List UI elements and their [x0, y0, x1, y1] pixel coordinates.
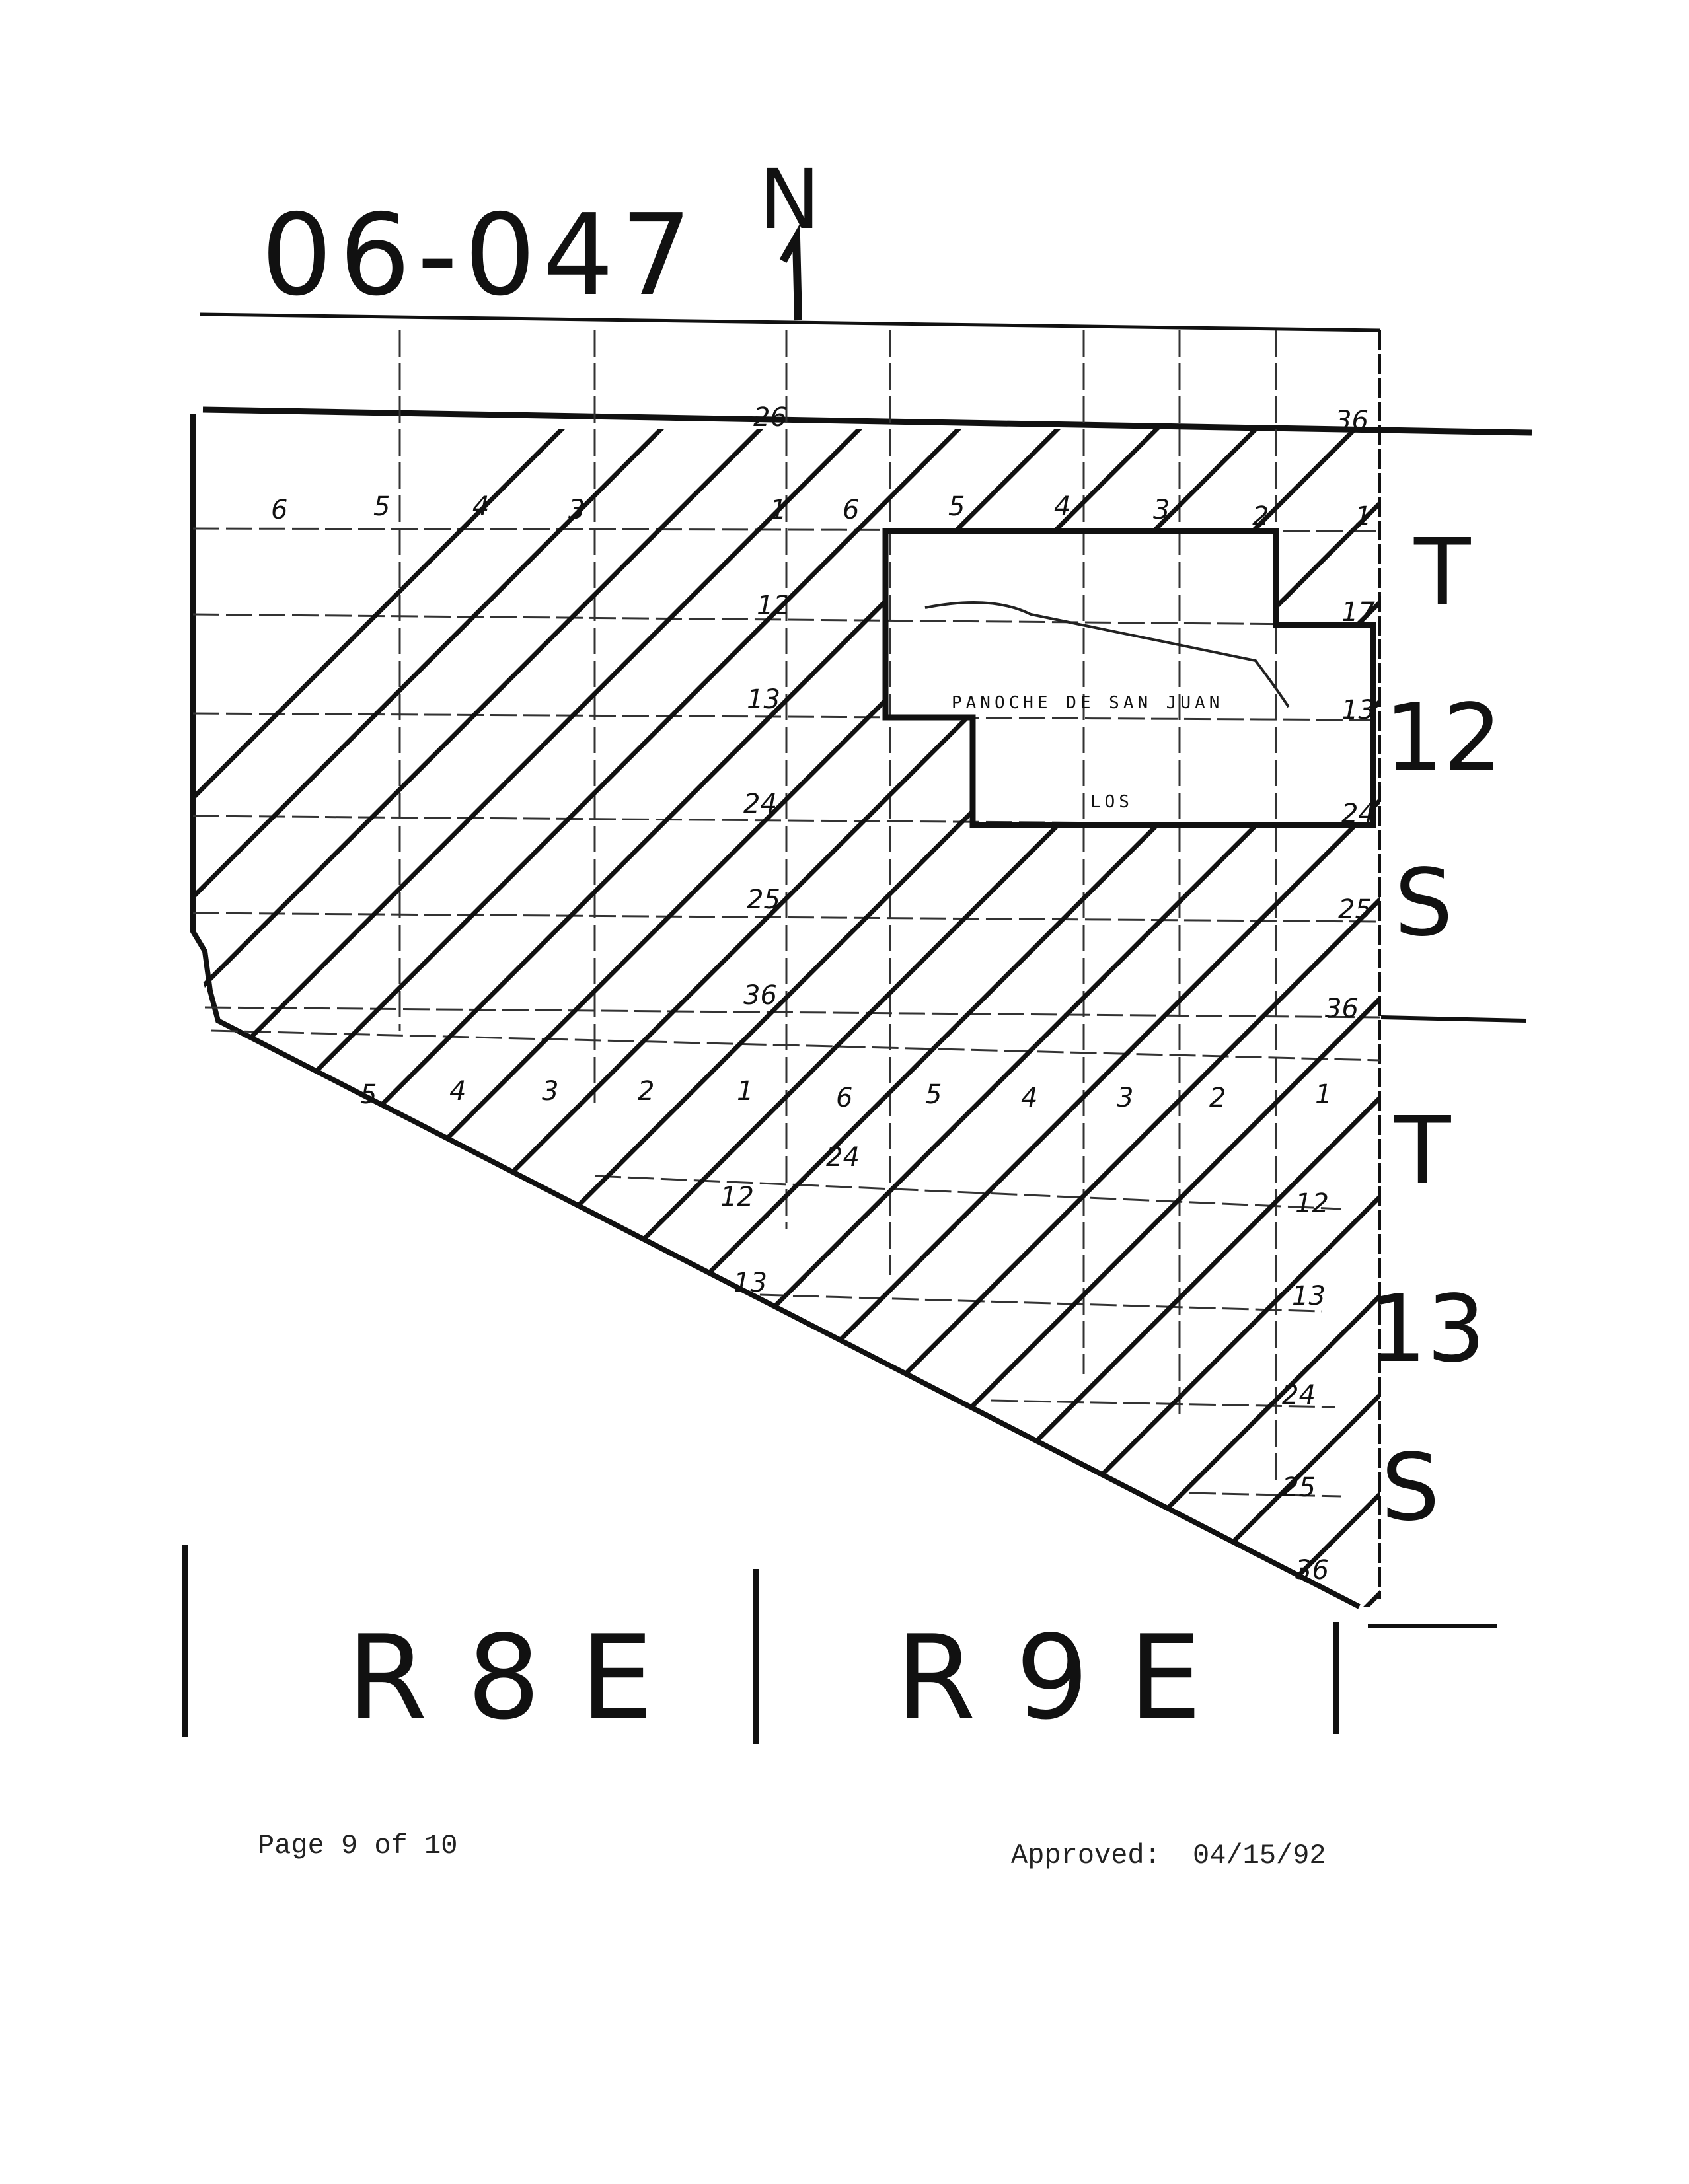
svg-text:12: 12 [1295, 1188, 1329, 1219]
svg-text:24: 24 [743, 789, 777, 819]
page-number: Page 9 of 10 [258, 1830, 457, 1862]
svg-text:13: 13 [1341, 695, 1375, 725]
svg-text:S: S [1394, 850, 1453, 957]
svg-text:25: 25 [747, 885, 780, 915]
svg-text:36: 36 [1325, 994, 1359, 1024]
svg-text:1: 1 [1355, 501, 1371, 532]
svg-text:4: 4 [1021, 1083, 1037, 1113]
svg-text:36: 36 [743, 980, 777, 1011]
svg-text:36: 36 [1335, 406, 1369, 436]
hatch-line [1652, 396, 1689, 1718]
svg-text:36: 36 [1295, 1555, 1329, 1585]
place-label-panoche: PANOCHE DE SAN JUAN [952, 693, 1223, 713]
approved-label: Approved: [1011, 1840, 1161, 1872]
section-grid [192, 330, 1380, 1498]
svg-text:1: 1 [770, 495, 786, 525]
svg-text:4: 4 [472, 491, 489, 522]
hatch-line [461, 429, 1380, 1607]
svg-text:25: 25 [1338, 894, 1372, 925]
svg-text:25: 25 [1282, 1473, 1316, 1503]
section-numbers: 6 5 4 3 1 6 5 4 3 2 1 5 4 3 2 1 6 5 4 3 … [271, 402, 1375, 1585]
hatch-line [361, 429, 1380, 1607]
svg-text:13: 13 [1292, 1281, 1326, 1311]
svg-text:6: 6 [843, 495, 859, 525]
approved-date: 04/15/92 [1193, 1840, 1326, 1872]
parcel-boundary [882, 528, 1376, 828]
place-label-los: LOS [1090, 792, 1133, 812]
map-boundary [190, 312, 1532, 1628]
hatch-line [193, 429, 1092, 1607]
svg-text:26: 26 [753, 402, 787, 433]
svg-text:3: 3 [1153, 495, 1170, 525]
svg-text:3: 3 [542, 1076, 558, 1107]
hatch-line [1553, 396, 1689, 1718]
hatch-line [193, 429, 795, 1607]
hatch-line [193, 429, 993, 1607]
svg-text:24: 24 [826, 1142, 860, 1173]
svg-text:12: 12 [720, 1182, 754, 1212]
north-label: N [759, 152, 821, 248]
svg-text:13: 13 [747, 684, 780, 715]
svg-text:2: 2 [638, 1076, 654, 1107]
svg-text:2: 2 [1209, 1083, 1226, 1113]
svg-text:24: 24 [1341, 799, 1375, 829]
svg-text:2: 2 [1252, 501, 1269, 532]
north-arrow-icon [779, 223, 802, 321]
svg-text:T: T [1394, 1097, 1451, 1205]
svg-text:5: 5 [925, 1079, 942, 1110]
range-r9e: R9E [895, 1611, 1242, 1745]
road-line [924, 601, 1290, 708]
range-r8e: R8E [347, 1611, 693, 1745]
svg-text:3: 3 [568, 495, 585, 525]
svg-text:5: 5 [360, 1079, 377, 1110]
svg-text:17: 17 [1341, 597, 1375, 628]
township-labels: T 12 S T 13 S [1368, 519, 1502, 1542]
svg-text:13: 13 [1368, 1276, 1485, 1383]
hatch-line [1055, 429, 1380, 1607]
hatch-line [193, 429, 696, 1607]
svg-text:12: 12 [757, 591, 790, 621]
svg-text:6: 6 [271, 495, 287, 525]
svg-text:24: 24 [1282, 1380, 1316, 1410]
svg-text:12: 12 [1384, 684, 1502, 792]
svg-text:5: 5 [373, 491, 390, 522]
svg-text:1: 1 [1315, 1079, 1332, 1110]
svg-text:4: 4 [1054, 491, 1070, 522]
svg-text:3: 3 [1117, 1083, 1133, 1113]
svg-text:1: 1 [737, 1076, 753, 1107]
svg-text:T: T [1413, 519, 1471, 627]
svg-text:6: 6 [836, 1083, 852, 1113]
hatch-line [1454, 396, 1689, 1718]
svg-text:4: 4 [449, 1076, 466, 1107]
svg-text:S: S [1381, 1434, 1440, 1542]
hatch-line [659, 429, 1380, 1607]
hatch-line [956, 429, 1380, 1607]
range-labels: R8E R9E [182, 1545, 1339, 1745]
map-title: 06-047 [261, 190, 698, 321]
hatch-line [1154, 429, 1380, 1607]
hatch-line [193, 429, 597, 1607]
svg-text:5: 5 [948, 491, 965, 522]
svg-text:13: 13 [733, 1268, 767, 1298]
